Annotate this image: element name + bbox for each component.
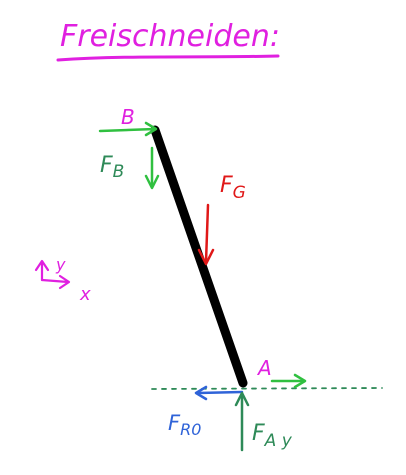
force-ay-label: FA y xyxy=(252,421,293,451)
force-r0-label: FR0 xyxy=(168,411,201,439)
force-g-arrow xyxy=(197,203,215,266)
force-b-vertical-arrow xyxy=(144,146,160,190)
ground-line xyxy=(151,387,383,390)
coordinate-axes-icon xyxy=(34,259,71,290)
force-b-label: FB xyxy=(100,153,124,182)
axis-y-label: y xyxy=(55,255,66,274)
axis-x-label: x xyxy=(79,284,91,305)
title-group: Freischneiden: xyxy=(56,19,280,62)
point-a-arrow xyxy=(270,373,307,389)
force-b-horizontal-arrow xyxy=(98,121,158,137)
title-underline xyxy=(56,54,280,62)
point-a-label: A xyxy=(256,356,272,380)
force-g-label: FG xyxy=(220,173,246,203)
force-r0-arrow xyxy=(194,385,244,401)
point-b-label: B xyxy=(121,105,135,129)
diagram-title: Freischneiden: xyxy=(60,19,280,54)
force-ay-arrow xyxy=(234,391,250,452)
rod xyxy=(150,125,248,388)
